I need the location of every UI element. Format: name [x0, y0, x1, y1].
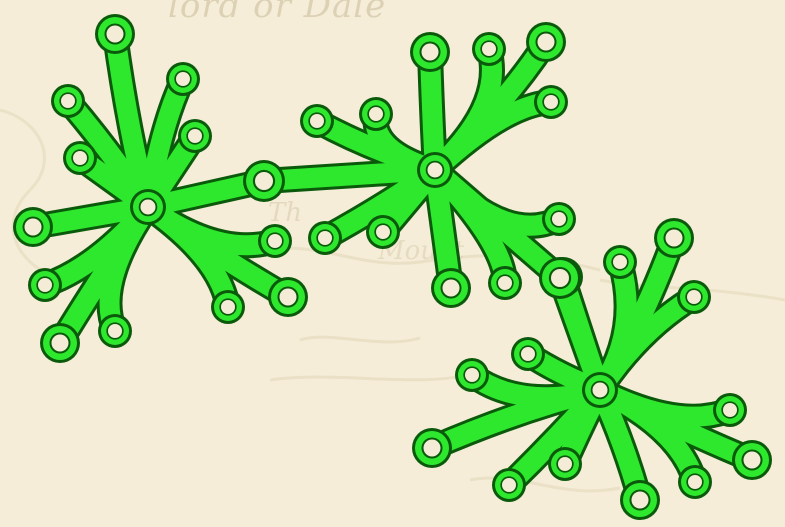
snowflake-bottom-right-node-8[interactable] [492, 468, 526, 502]
snowflake-middle-node-1[interactable] [410, 32, 450, 72]
snowflake-bottom-right-node-9[interactable] [548, 447, 582, 481]
snowflake-left-node-9[interactable] [98, 314, 132, 348]
snowflake-left-node-8[interactable] [40, 323, 80, 363]
snowflake-bottom-right-node-13[interactable] [732, 440, 772, 480]
snowflake-bottom-right-node-5[interactable] [511, 337, 545, 371]
snowflake-bottom-right-node-3[interactable] [654, 218, 694, 258]
snowflake-middle-node-10[interactable] [488, 266, 522, 300]
snowflake-bottom-right-node-2[interactable] [603, 245, 637, 279]
snowflake-bottom-right-node-12[interactable] [713, 393, 747, 427]
snowflake-left-node-1[interactable] [95, 14, 135, 54]
snowflake-bottom-right-center-node[interactable] [582, 372, 618, 408]
snowflake-left-node-12[interactable] [268, 277, 308, 317]
snowflake-middle-node-2[interactable] [472, 32, 506, 66]
snowflake-left-node-2[interactable] [166, 62, 200, 96]
snowflake-bottom-right-node-6[interactable] [455, 358, 489, 392]
snowflake-middle-node-3[interactable] [526, 22, 566, 62]
snowflake-left-node-7[interactable] [28, 268, 62, 302]
snowflake-left-node-4[interactable] [178, 119, 212, 153]
bridge-node-1[interactable] [243, 160, 285, 202]
snowflake-bottom-right-node-10[interactable] [620, 480, 660, 520]
bridge-node-2[interactable] [539, 257, 581, 299]
snowflake-middle-node-11[interactable] [542, 202, 576, 236]
snowflake-left-node-6[interactable] [13, 207, 53, 247]
snowflake-left-center-node[interactable] [130, 189, 166, 225]
snowflake-bottom-right-node-4[interactable] [677, 280, 711, 314]
snowflake-left-node-5[interactable] [63, 141, 97, 175]
snowflake-left-node-3[interactable] [51, 84, 85, 118]
snowflake-left-node-10[interactable] [211, 290, 245, 324]
snowflake-middle-node-4[interactable] [534, 85, 568, 119]
snowflake-middle-node-9[interactable] [431, 268, 471, 308]
snowflake-bottom-right-node-11[interactable] [678, 465, 712, 499]
snowflake-bottom-right-node-7[interactable] [412, 428, 452, 468]
branch-outline-layer [33, 34, 752, 500]
snowflake-middle-node-7[interactable] [308, 221, 342, 255]
snowflake-middle-node-8[interactable] [366, 215, 400, 249]
snowflake-middle-center-node[interactable] [417, 152, 453, 188]
snowflake-middle-node-5[interactable] [300, 104, 334, 138]
snowflake-left-node-11[interactable] [258, 224, 292, 258]
snowflake-middle-node-6[interactable] [359, 97, 393, 131]
